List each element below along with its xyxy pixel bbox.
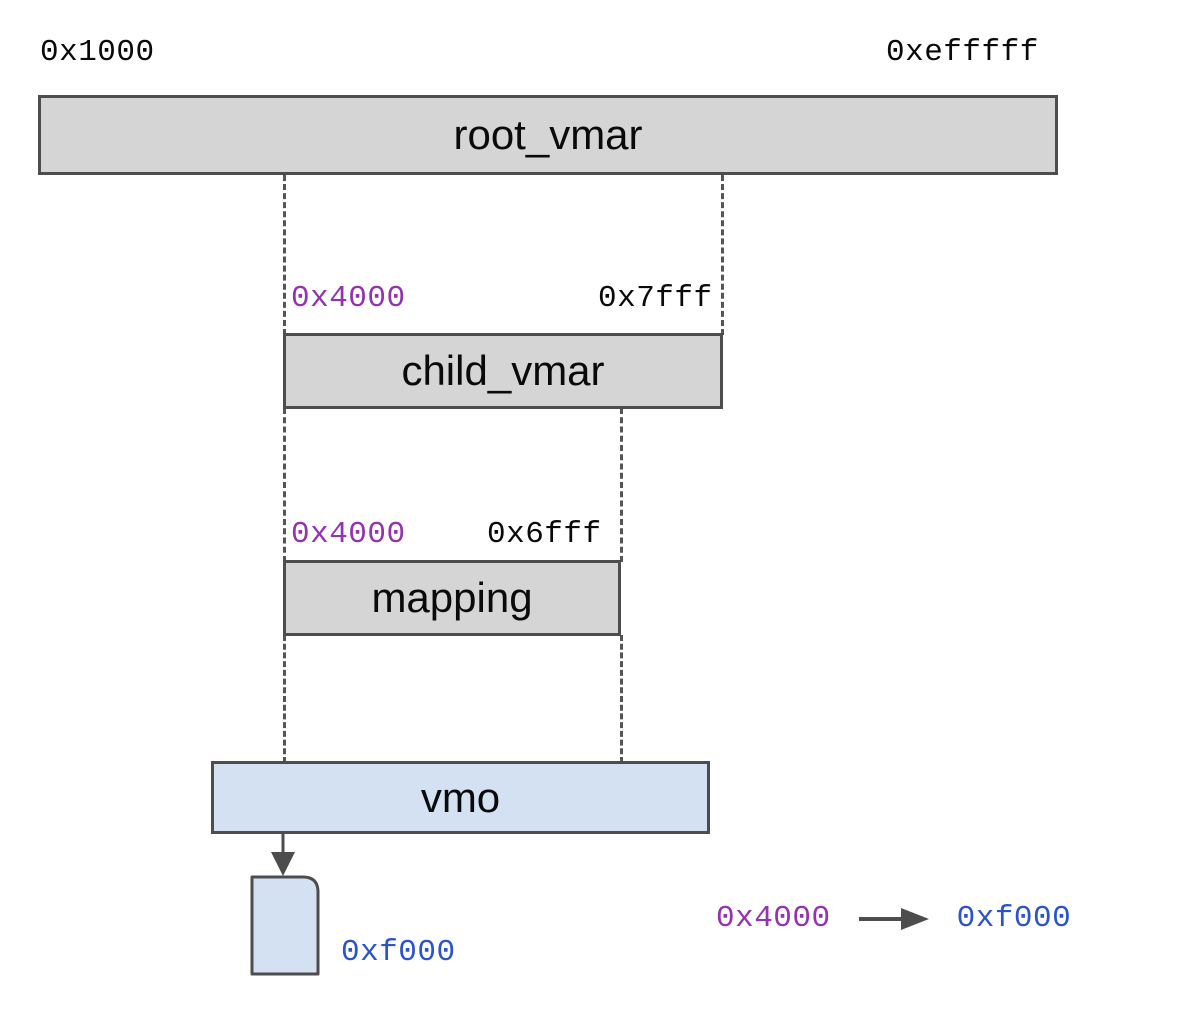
mapping-box[interactable]: mapping — [283, 560, 621, 636]
arrowhead-icon — [271, 852, 295, 876]
dashed-line-left-root-to-child — [283, 175, 286, 335]
dashed-line-left-child-to-mapping — [283, 408, 286, 562]
dashed-line-right-root-to-child — [721, 175, 724, 335]
legend-from-address: 0x4000 — [716, 901, 831, 936]
mapping-label: mapping — [371, 574, 533, 621]
child-vmar-box[interactable]: child_vmar — [283, 333, 723, 409]
child-vmar-label: child_vmar — [401, 347, 605, 394]
vmo-box[interactable]: vmo — [211, 761, 710, 834]
legend: 0x4000 0xf000 — [716, 903, 1071, 934]
vmo-label: vmo — [420, 773, 501, 821]
root-vmar-end-address: 0xefffff — [886, 35, 1039, 70]
child-vmar-end-address: 0x7fff — [598, 281, 713, 316]
dashed-line-left-mapping-to-vmo — [283, 635, 286, 763]
arrow-right-icon — [858, 907, 929, 930]
page-address-label: 0xf000 — [341, 935, 456, 970]
dashed-line-right-child-to-mapping — [620, 408, 623, 562]
root-vmar-label: root_vmar — [453, 111, 643, 158]
child-vmar-start-address: 0x4000 — [291, 281, 406, 316]
mapping-start-address: 0x4000 — [291, 517, 406, 552]
dashed-line-right-mapping-to-vmo — [620, 635, 623, 763]
root-vmar-start-address: 0x1000 — [40, 35, 155, 70]
page-shape-icon — [250, 875, 320, 976]
mapping-end-address: 0x6fff — [487, 517, 602, 552]
legend-to-address: 0xf000 — [956, 901, 1072, 936]
root-vmar-box[interactable]: root_vmar — [38, 95, 1058, 175]
